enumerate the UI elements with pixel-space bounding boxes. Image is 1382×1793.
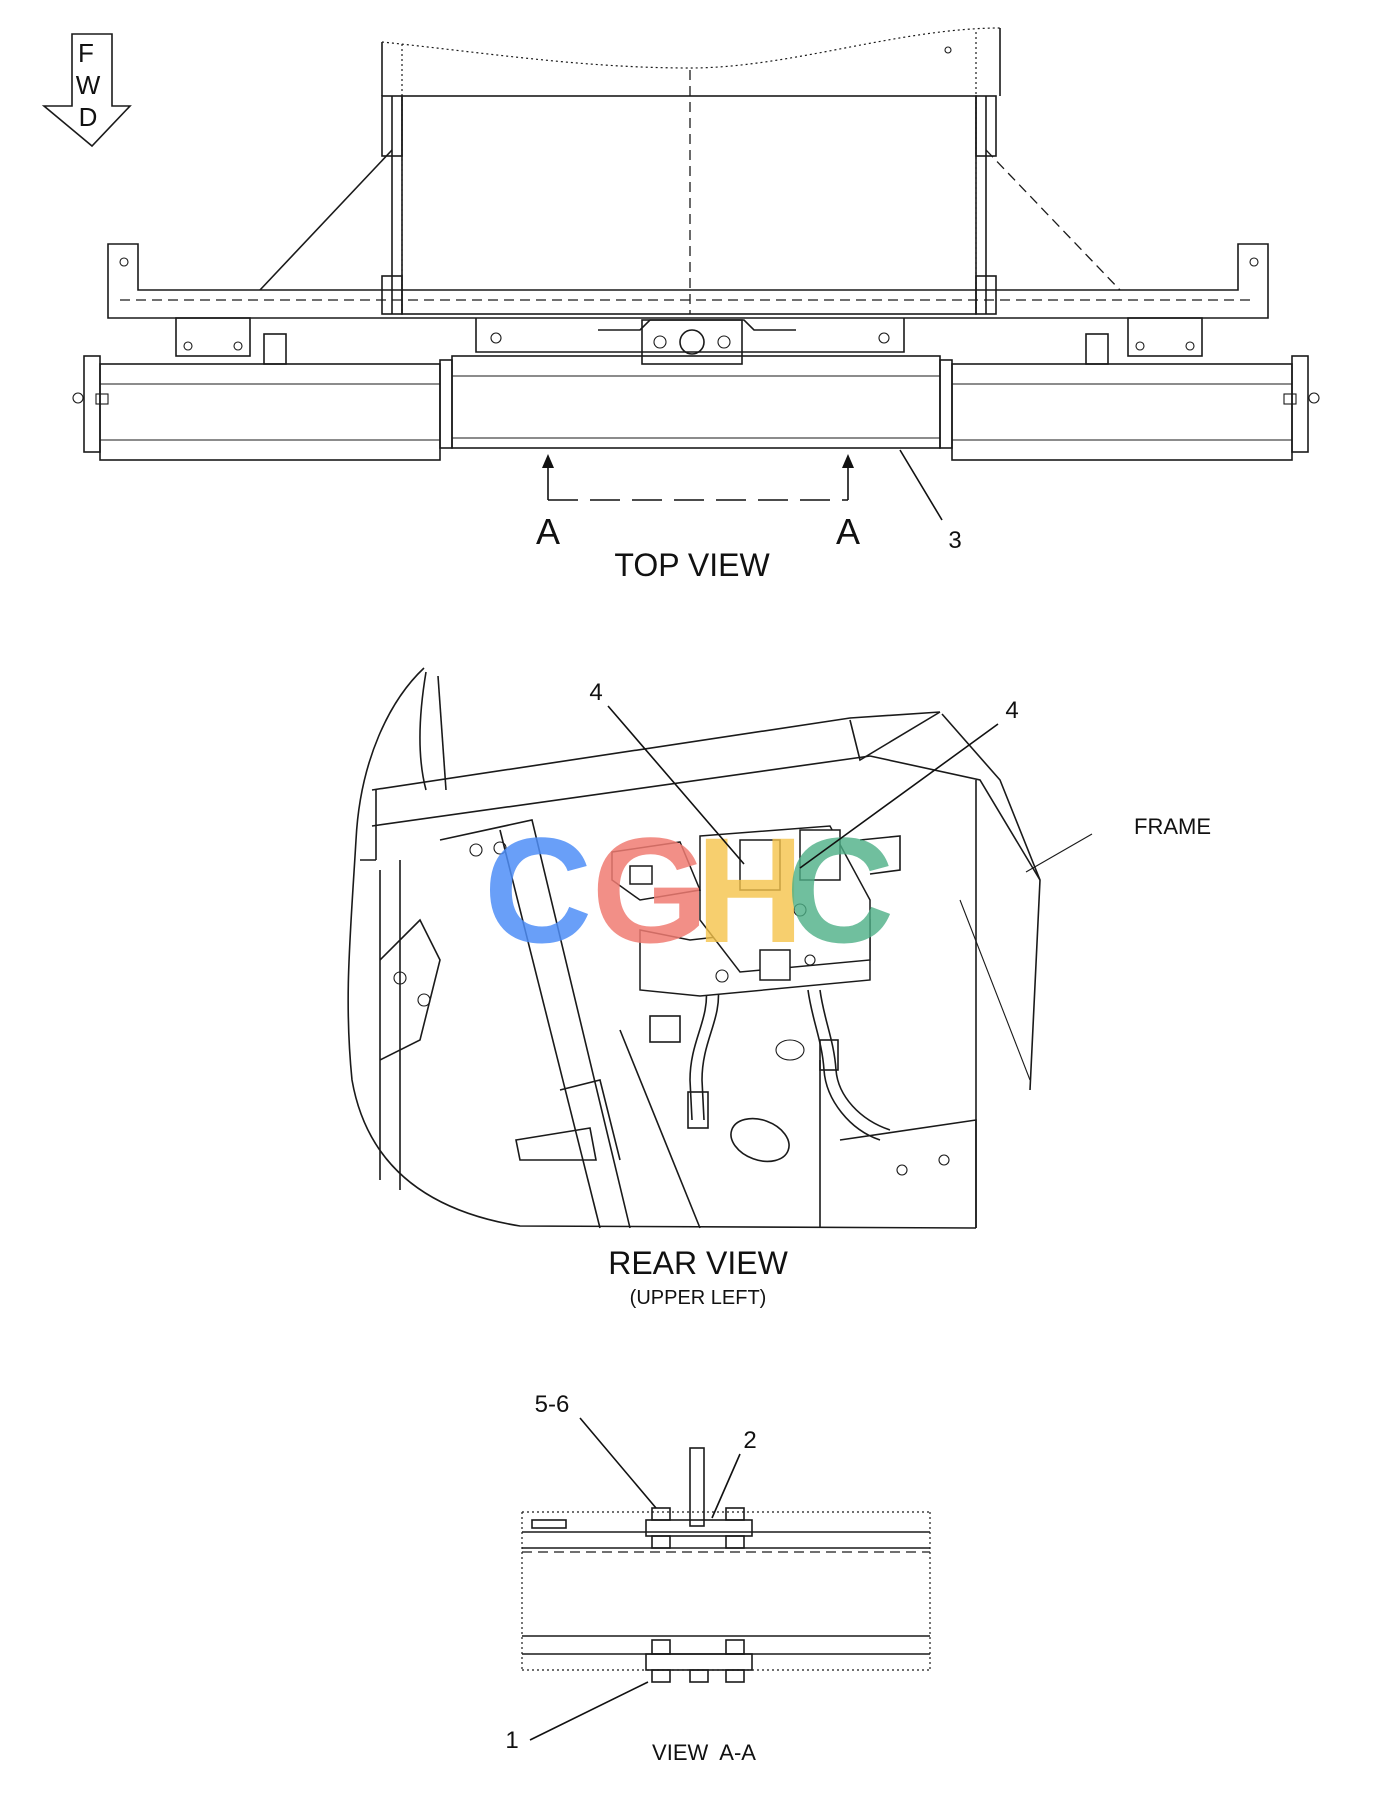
fwd-letter-d: D — [79, 102, 98, 132]
callout-1-label: 1 — [505, 1727, 518, 1754]
watermark-letter-2: G — [592, 806, 709, 974]
view-aa-title: VIEW A-A — [652, 1740, 756, 1765]
rear-view-drawing — [347, 667, 1041, 1229]
section-mark-right: A — [836, 511, 860, 552]
frame-label-group: FRAME — [1025, 814, 1211, 873]
top-view-drawing — [72, 27, 1320, 461]
watermark-letter-3: H — [696, 806, 804, 974]
callout-2: 2 — [711, 1427, 757, 1519]
callout-5-6: 5-6 — [535, 1391, 657, 1509]
callout-5-6-label: 5-6 — [535, 1391, 570, 1418]
rear-view-subtitle: (UPPER LEFT) — [630, 1287, 767, 1309]
frame-label: FRAME — [1134, 814, 1211, 839]
rear-view-title: REAR VIEW — [608, 1245, 788, 1281]
fwd-letter-w: W — [76, 70, 101, 100]
watermark-letter-4: C — [786, 806, 894, 974]
callout-4-left: 4 — [589, 679, 745, 865]
callout-2-label: 2 — [743, 1427, 756, 1454]
callout-4-right-label: 4 — [1005, 697, 1018, 724]
callout-3: 3 — [899, 449, 962, 554]
callout-4-right: 4 — [799, 697, 1019, 869]
fwd-letter-f: F — [78, 38, 94, 68]
callout-3-label: 3 — [948, 527, 961, 554]
section-a-a-marker: A A — [536, 454, 860, 552]
callout-1: 1 — [505, 1681, 649, 1754]
forward-arrow-icon: F W D — [41, 33, 132, 148]
top-view-title: TOP VIEW — [614, 547, 770, 583]
watermark-logo: C G H C — [484, 806, 894, 974]
callout-4-left-label: 4 — [589, 679, 602, 706]
section-mark-left: A — [536, 511, 560, 552]
watermark-letter-1: C — [484, 806, 592, 974]
view-aa-drawing — [521, 1447, 931, 1683]
